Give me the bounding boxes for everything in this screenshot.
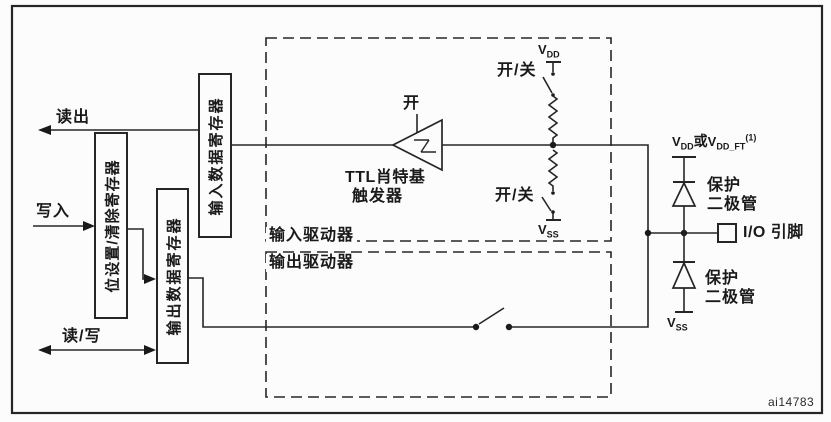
input-driver-dashed-box bbox=[265, 37, 612, 242]
protection-diode-top bbox=[671, 181, 697, 207]
pull-down-resistor bbox=[547, 149, 559, 191]
vdd-or-vddft-rail-label: VDD或VDD_FT(1) bbox=[672, 132, 757, 152]
input-data-register-box bbox=[198, 73, 232, 238]
vss-rail-label: VSS bbox=[538, 222, 559, 240]
input-data-register-label: 输入数据寄存器 bbox=[208, 96, 225, 216]
input-driver-label: 输入驱动器 bbox=[266, 227, 358, 246]
schmitt-enable-label: 开 bbox=[403, 95, 421, 112]
write-in-arrowhead-icon bbox=[83, 221, 95, 231]
pull-down-switch-blade bbox=[541, 196, 552, 212]
protection-diode-bottom bbox=[671, 260, 697, 289]
output-data-register-box bbox=[156, 188, 189, 364]
vss-right-rail-label: VSS bbox=[667, 315, 688, 333]
io-node-dot bbox=[644, 229, 652, 237]
pull-down-switch-contact bbox=[551, 191, 555, 195]
pull-up-switch-label: 开/关 bbox=[497, 62, 537, 79]
output-switch-contact bbox=[472, 323, 480, 331]
io-pin-pad bbox=[717, 223, 737, 243]
output-driver-label: 输出驱动器 bbox=[266, 254, 358, 273]
pull-up-switch-contact bbox=[551, 72, 555, 76]
read-write-label: 读/写 bbox=[62, 328, 102, 345]
write-in-label: 写入 bbox=[36, 203, 71, 220]
pull-down-switch-contact2 bbox=[551, 210, 555, 214]
bit-set-clear-register-box bbox=[94, 132, 128, 319]
trigger-output-wire bbox=[442, 144, 649, 233]
output-switch-blade bbox=[478, 307, 505, 325]
pull-down-switch-label: 开/关 bbox=[495, 187, 535, 204]
hysteresis-icon bbox=[414, 139, 436, 153]
set-clear-arrowhead-icon bbox=[144, 274, 156, 284]
vdd-rail-label: VDD bbox=[538, 42, 560, 60]
output-to-node-wire bbox=[509, 233, 649, 328]
protection-diode-bottom-label: 保护 二极管 bbox=[705, 270, 757, 306]
schmitt-name-line1: TTL肖特基 bbox=[345, 169, 426, 186]
output-data-register-label: 输出数据寄存器 bbox=[166, 216, 183, 336]
figure-watermark: ai14783 bbox=[768, 395, 815, 409]
io-pin-label: I/O 引脚 bbox=[743, 224, 804, 241]
read-out-arrowhead-icon bbox=[38, 125, 51, 135]
protection-diode-top-label: 保护 二极管 bbox=[707, 177, 759, 213]
schmitt-name-line2: 触发器 bbox=[352, 188, 404, 205]
bit-set-clear-register-label: 位设置/清除寄存器 bbox=[104, 159, 122, 293]
read-write-right-arrowhead-icon bbox=[144, 345, 156, 355]
read-out-label: 读出 bbox=[56, 109, 91, 126]
frame-border bbox=[10, 4, 824, 415]
pull-up-switch-blade bbox=[542, 76, 553, 94]
set-clear-to-output-wire bbox=[127, 228, 144, 280]
output-signal-wire bbox=[188, 277, 476, 328]
pull-junction-dot bbox=[549, 141, 557, 149]
read-write-left-arrowhead-icon bbox=[38, 345, 51, 355]
output-driver-dashed-box bbox=[265, 251, 612, 398]
pull-up-resistor bbox=[547, 95, 559, 145]
